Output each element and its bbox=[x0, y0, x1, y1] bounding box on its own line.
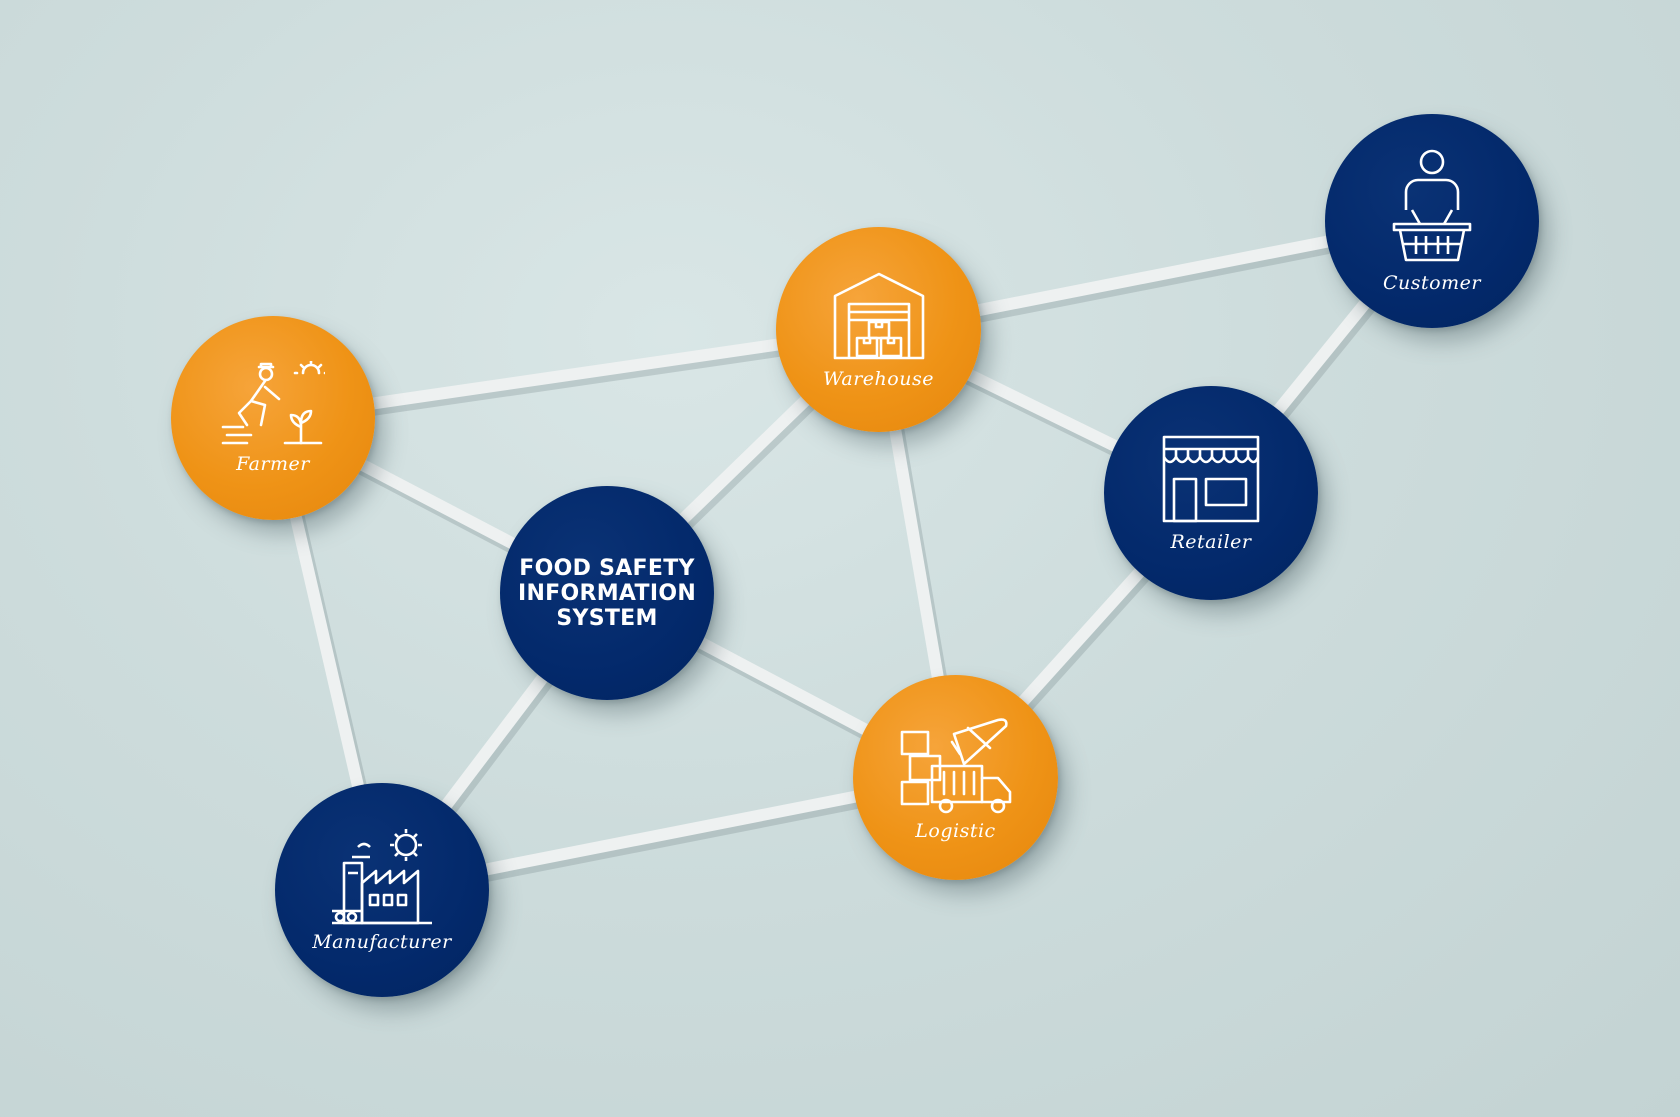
warehouse-label: Warehouse bbox=[823, 367, 934, 390]
center-title: FOOD SAFETY INFORMATION SYSTEM bbox=[518, 556, 696, 631]
farmer-node: Farmer bbox=[171, 316, 375, 520]
manufacturer-node: Manufacturer bbox=[275, 783, 489, 997]
retailer-label: Retailer bbox=[1170, 531, 1252, 553]
warehouse-icon bbox=[833, 272, 924, 359]
center-node: FOOD SAFETY INFORMATION SYSTEM bbox=[500, 486, 714, 700]
center-title-line-1: FOOD SAFETY bbox=[519, 555, 695, 581]
warehouse-node: Warehouse bbox=[776, 227, 981, 432]
center-title-line-3: SYSTEM bbox=[556, 605, 658, 631]
farmer-label: Farmer bbox=[236, 453, 310, 475]
logistic-node: Logistic bbox=[853, 675, 1058, 880]
truck-plane-icon bbox=[900, 717, 1011, 813]
customer-label: Customer bbox=[1383, 272, 1481, 294]
manufacturer-label: Manufacturer bbox=[312, 931, 452, 953]
customer-basket-icon bbox=[1392, 149, 1472, 262]
center-title-line-2: INFORMATION bbox=[517, 580, 697, 606]
logistic-label: Logistic bbox=[915, 819, 996, 842]
retailer-node: Retailer bbox=[1104, 386, 1318, 600]
store-icon bbox=[1162, 435, 1260, 523]
farmer-icon bbox=[221, 361, 325, 445]
customer-node: Customer bbox=[1325, 114, 1539, 328]
factory-icon bbox=[332, 829, 432, 925]
